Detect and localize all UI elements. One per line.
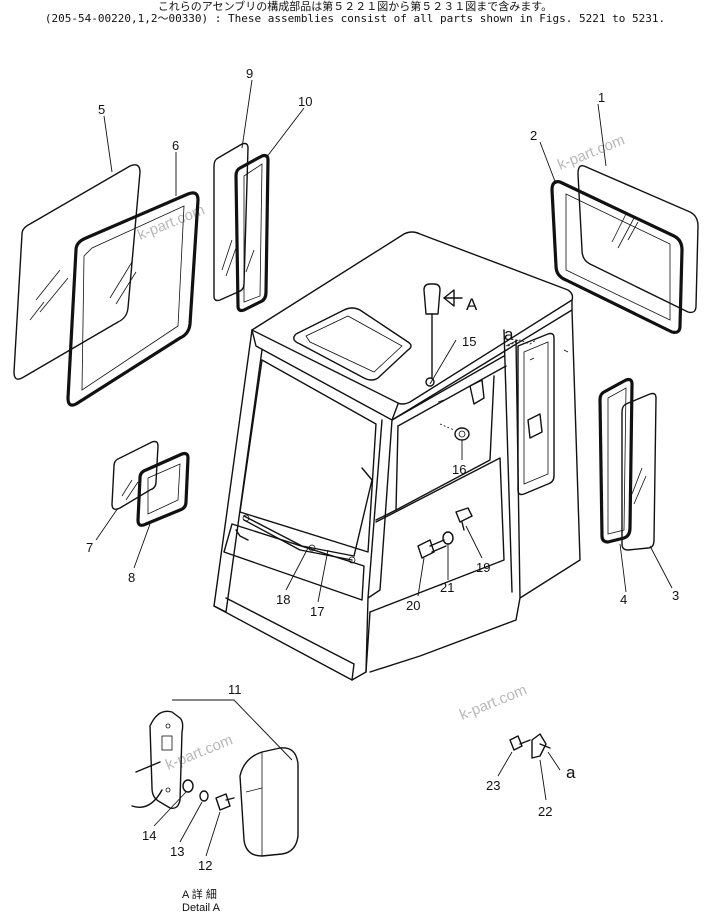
header-japanese: これらのアセンブリの構成部品は第５２２１図から第５２３１図まで含みます。	[157, 0, 553, 13]
part-5-glass	[13, 164, 141, 380]
part-20-bolt	[417, 539, 447, 559]
detail-caption-jp: A 詳 細	[182, 887, 217, 901]
callout-22: 22	[538, 804, 552, 819]
callout-17: 17	[310, 604, 324, 619]
callout-8: 8	[128, 570, 135, 585]
part-16-grommet	[439, 423, 470, 441]
arrow-a-label: A	[466, 295, 478, 314]
callout-13: 13	[170, 844, 184, 859]
callout-3: 3	[672, 588, 679, 603]
callout-21: 21	[440, 580, 454, 595]
callout-16: 16	[452, 462, 466, 477]
watermark: k-part.com	[457, 681, 529, 723]
part-10-seal	[234, 153, 270, 313]
part-21-washer	[442, 531, 454, 545]
cab-frame	[213, 231, 581, 681]
header-english: (205-54-00220,1,2～00330) : These assembl…	[44, 12, 666, 25]
part-6-seal	[66, 191, 200, 407]
callout-20: 20	[406, 598, 420, 613]
detail-caption-en: Detail A	[182, 902, 221, 914]
callout-7: 7	[86, 540, 93, 555]
ref-a-bottom: a	[566, 763, 576, 782]
callout-1: 1	[598, 90, 605, 105]
leader-lines	[95, 79, 673, 857]
part-17-18-harness	[235, 467, 373, 564]
part-1-glass	[577, 164, 699, 314]
part-7-glass	[111, 440, 159, 511]
callout-4: 4	[620, 592, 627, 607]
callout-23: 23	[486, 778, 500, 793]
watermark: k-part.com	[163, 731, 235, 773]
part-15-lamp	[423, 283, 463, 387]
detail-a-assembly	[131, 699, 299, 857]
callout-5: 5	[98, 102, 105, 117]
callout-10: 10	[298, 94, 312, 109]
callout-14: 14	[142, 828, 156, 843]
callout-9: 9	[246, 66, 253, 81]
callout-2: 2	[530, 128, 537, 143]
watermark: k-part.com	[555, 131, 627, 173]
callout-15: 15	[462, 334, 476, 349]
part-4-seal	[598, 377, 634, 544]
callout-18: 18	[276, 592, 290, 607]
part-8-seal	[136, 451, 190, 527]
callout-19: 19	[476, 560, 490, 575]
callout-6: 6	[172, 138, 179, 153]
part-19-clip	[455, 507, 473, 531]
part-22-23-hardware	[509, 733, 551, 759]
ref-a-top: a	[504, 325, 514, 344]
callout-11: 11	[228, 682, 242, 697]
part-3-glass	[621, 392, 657, 551]
callout-12: 12	[198, 858, 212, 873]
